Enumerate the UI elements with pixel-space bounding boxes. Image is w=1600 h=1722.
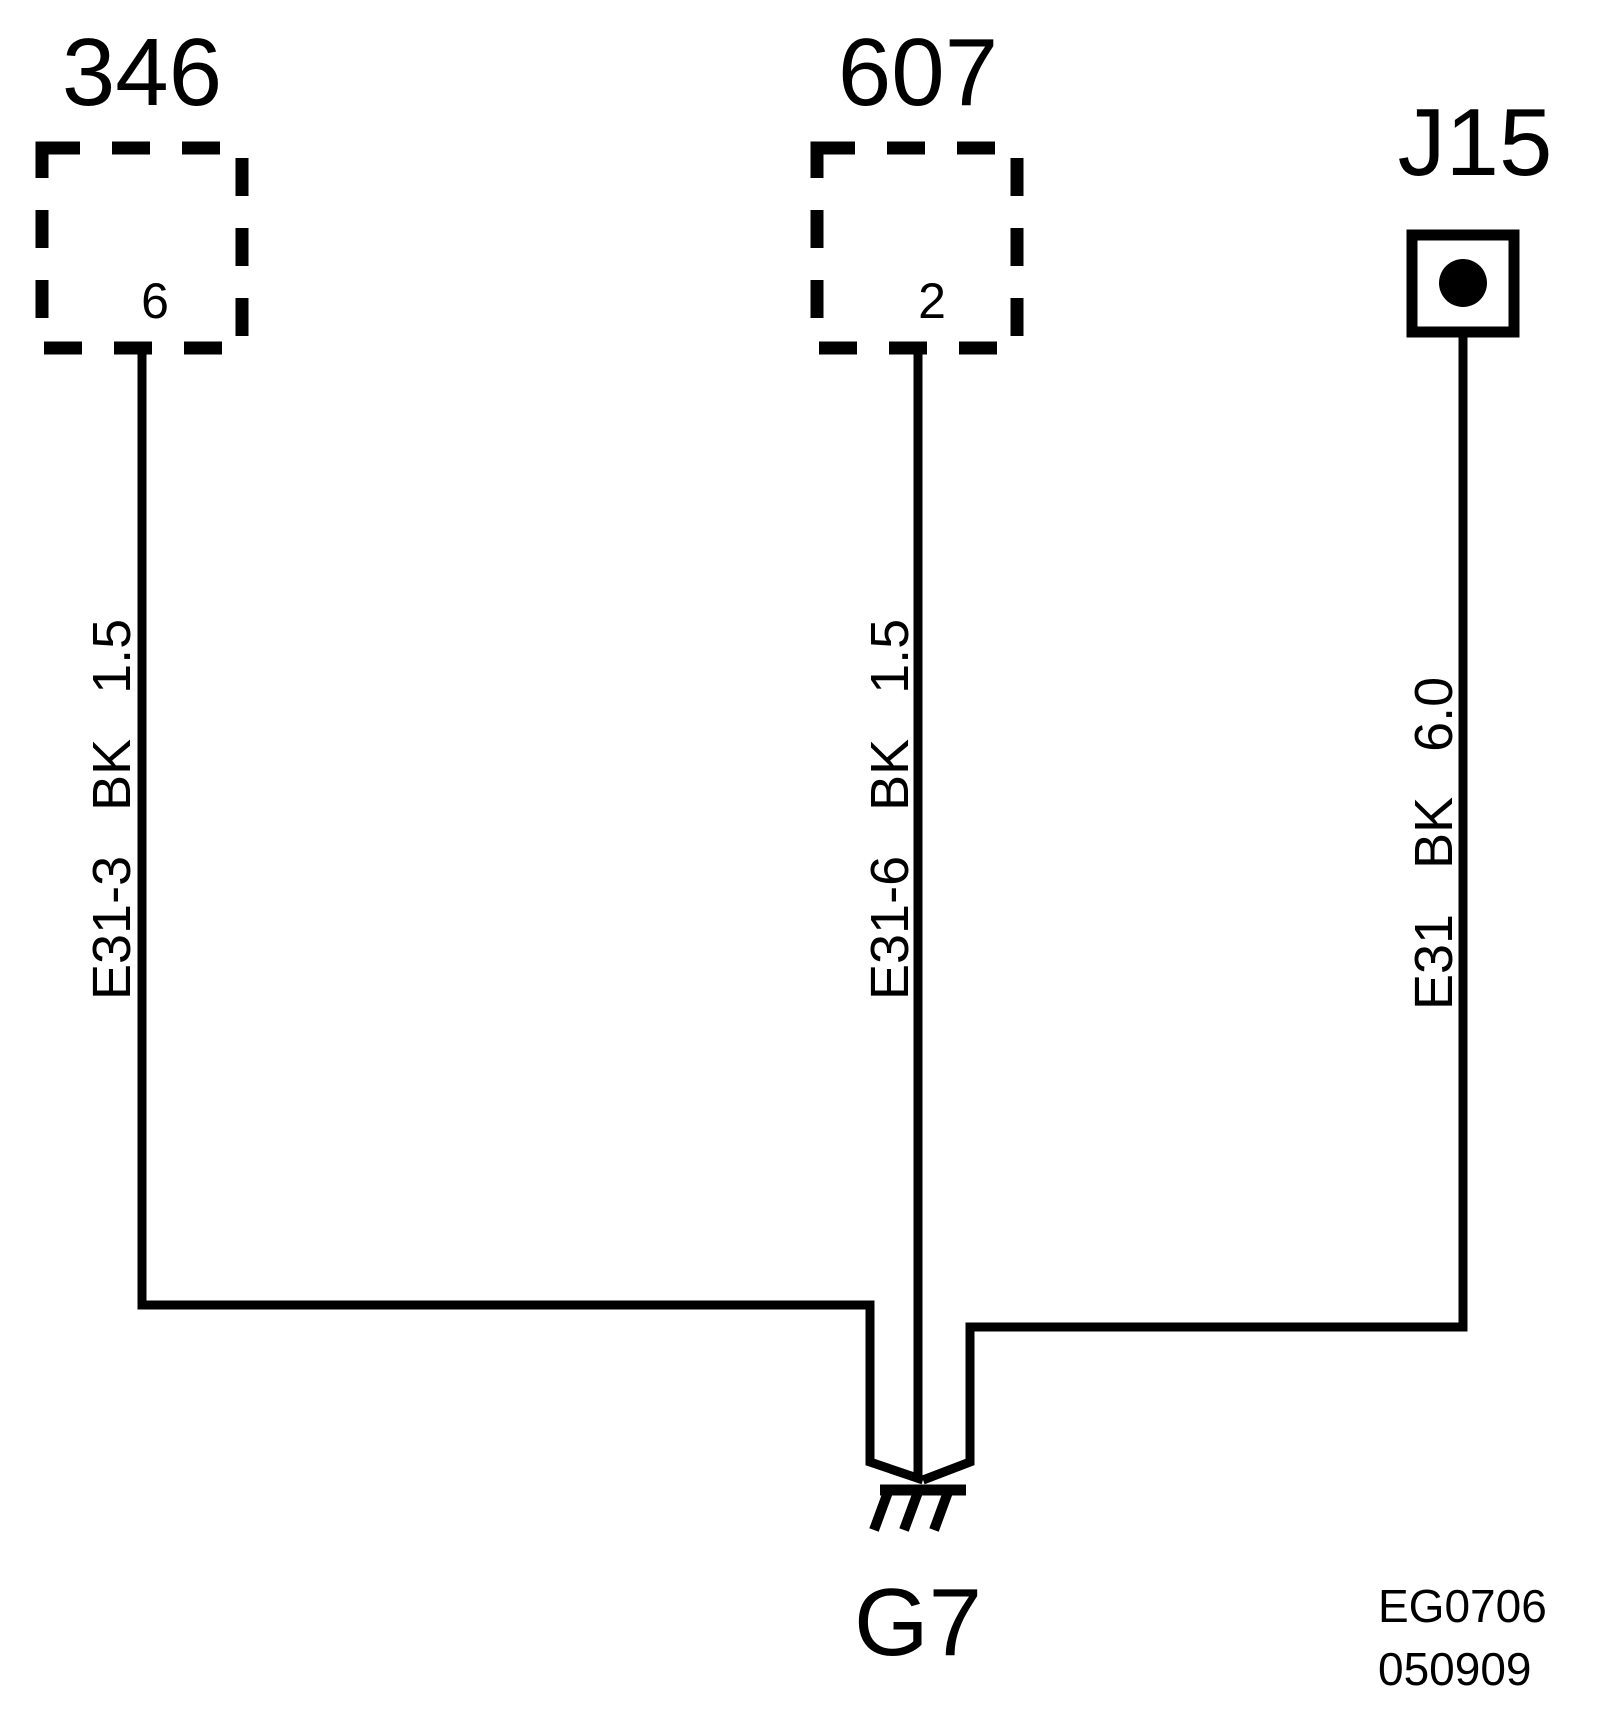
component-j15-label: J15 <box>1398 89 1553 196</box>
wire-e31 <box>921 330 1468 1485</box>
component-j15: J15 <box>1398 89 1553 338</box>
wire-e31-label: E31 BK 6.0 <box>1404 677 1464 1010</box>
component-346-dashed-box <box>35 141 249 355</box>
component-607: 607 2 <box>810 19 1024 355</box>
component-607-pin-label: 2 <box>918 273 946 329</box>
ground-icon-hatch-2 <box>899 1490 923 1532</box>
wire-e31-3 <box>137 350 925 1485</box>
component-346-pin-label: 6 <box>141 273 169 329</box>
ground-icon-hatch-1 <box>869 1490 893 1532</box>
component-346-label: 346 <box>62 19 222 126</box>
reference-date: 050909 <box>1378 1643 1532 1695</box>
wire-e31-6-label: E31-6 BK 1.5 <box>860 619 920 1000</box>
component-346: 346 6 <box>35 19 249 355</box>
component-607-dashed-box <box>810 141 1024 355</box>
ground-label: G7 <box>854 1569 982 1676</box>
connector-terminal-dot <box>1439 259 1487 307</box>
ground-g7: G7 <box>854 1484 982 1676</box>
wire-e31-3-label: E31-3 BK 1.5 <box>82 619 142 1000</box>
reference-code: EG0706 <box>1378 1580 1547 1632</box>
ground-icon-hatch-3 <box>929 1490 953 1532</box>
component-607-label: 607 <box>838 19 998 126</box>
